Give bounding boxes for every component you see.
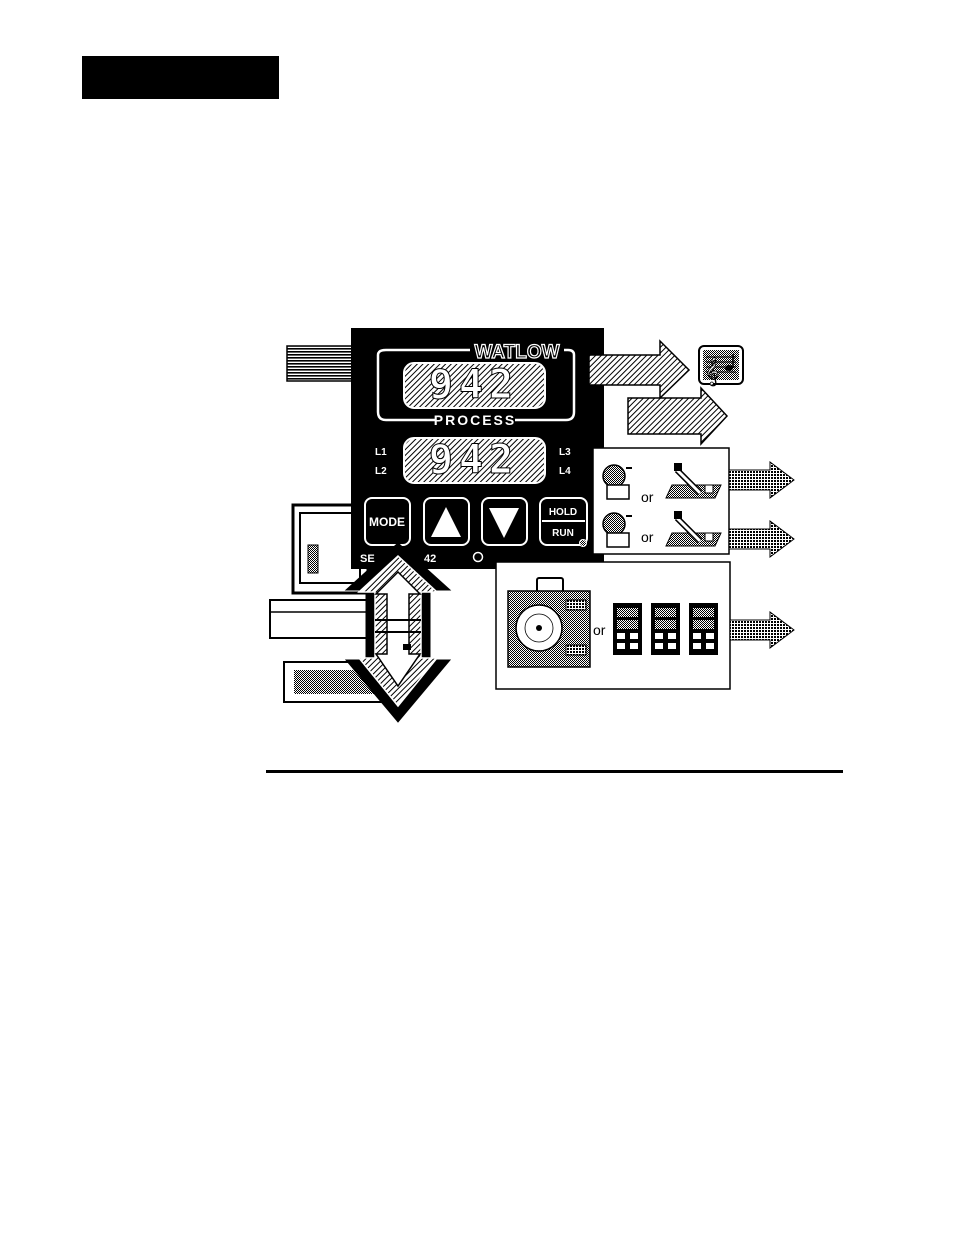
- brand-logo: WATLOW: [474, 342, 559, 363]
- or-label-1: or: [641, 489, 654, 505]
- mode-key-label: MODE: [369, 515, 405, 529]
- up-arrow-icon: [431, 507, 461, 537]
- upper-display-value: 942: [429, 362, 519, 408]
- series-label: SE: [360, 553, 375, 565]
- status-led-icon: [579, 539, 587, 547]
- communications-double-arrow: [344, 542, 452, 723]
- section-header-bar: [82, 56, 279, 99]
- indicator-l3: L3: [559, 447, 571, 458]
- display-module-icon: [613, 603, 642, 655]
- solenoid-valve-icon: [602, 512, 632, 548]
- recorder-outputs-panel: or: [495, 561, 731, 690]
- lower-display-value: 942: [429, 437, 519, 483]
- display-module-icon: [651, 603, 680, 655]
- control-outputs-panel: or or: [592, 447, 730, 555]
- section-divider-rule: [266, 770, 843, 773]
- hold-run-key[interactable]: HOLD RUN: [539, 497, 588, 546]
- or-label-2: or: [641, 529, 654, 545]
- down-arrow-icon: [489, 508, 519, 538]
- svg-text:𝄞: 𝄞: [705, 357, 719, 386]
- contactor-switch-icon: [665, 511, 722, 547]
- output-arrow-2: [627, 386, 729, 446]
- mode-key[interactable]: MODE: [364, 497, 411, 546]
- solenoid-valve-icon: [602, 464, 632, 500]
- output-arrow-3: [728, 461, 795, 499]
- process-label: PROCESS: [434, 412, 516, 428]
- contactor-switch-icon: [665, 463, 722, 499]
- output-arrow-5: [729, 611, 795, 649]
- run-key-label: RUN: [552, 528, 574, 539]
- ground-symbol-icon: [472, 551, 484, 563]
- chart-recorder-icon: [507, 577, 591, 668]
- up-key[interactable]: [423, 497, 470, 546]
- down-key[interactable]: [481, 497, 528, 546]
- controller-faceplate: WATLOW 942 PROCESS 942 L1 L2 L3 L4 MODE …: [351, 328, 604, 569]
- hold-key-label: HOLD: [549, 507, 577, 518]
- alarm-output-arrow: [588, 339, 691, 400]
- or-label-3: or: [593, 622, 606, 638]
- indicator-l1: L1: [375, 447, 387, 458]
- output-arrow-4: [728, 520, 795, 558]
- indicator-l4: L4: [559, 466, 571, 477]
- model-suffix-label: 42: [424, 553, 436, 565]
- display-module-icon: [689, 603, 718, 655]
- music-alarm-icon: 𝄞: [698, 345, 744, 386]
- indicator-l2: L2: [375, 466, 387, 477]
